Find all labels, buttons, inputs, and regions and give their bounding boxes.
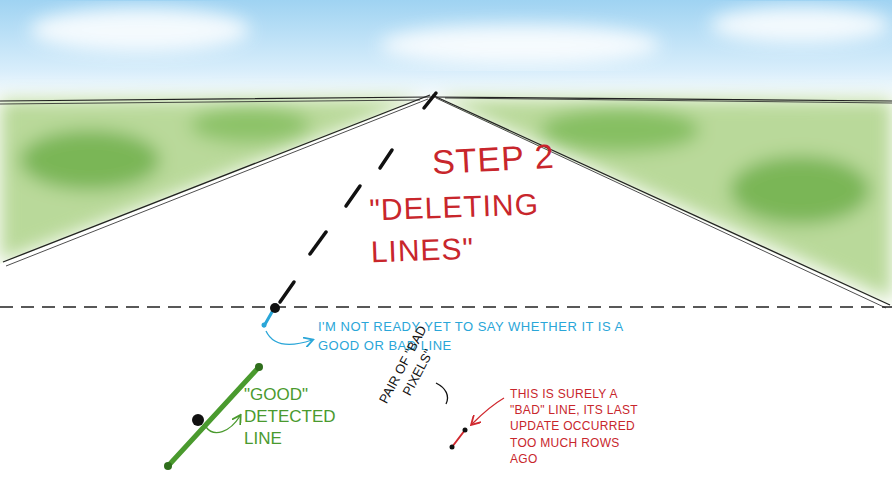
- subtitle: "DELETING LINES": [369, 183, 562, 274]
- green-note: "GOOD" DETECTED LINE: [244, 384, 344, 450]
- blue-note: I'M NOT READY YET TO SAY WHETHER IT IS A…: [318, 318, 658, 356]
- red-note: THIS IS SURELY A "BAD" LINE, ITS LAST UP…: [510, 386, 650, 467]
- step-title: STEP 2: [431, 137, 555, 182]
